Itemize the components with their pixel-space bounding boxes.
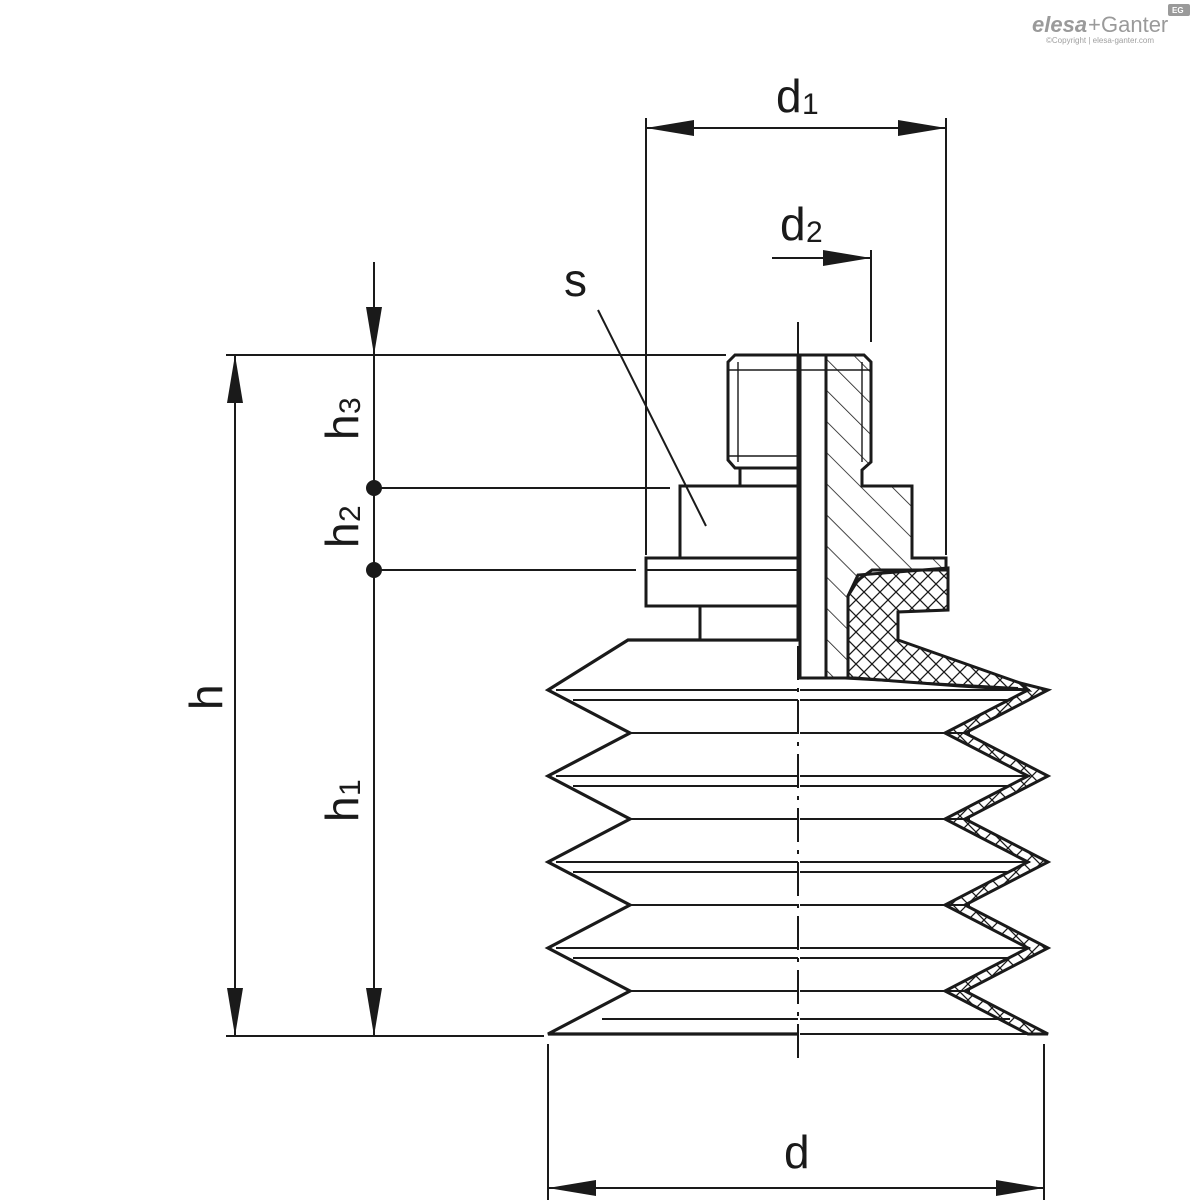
label-d1: d <box>776 70 802 122</box>
dimension-chain-h1-h2-h3 <box>366 262 670 1036</box>
bellows-outer-view <box>544 638 798 1036</box>
dimension-dot-h2-h1 <box>366 562 382 578</box>
brand-plus: + <box>1088 12 1101 37</box>
label-h2: h <box>316 522 368 548</box>
brand-name-ganter: Ganter <box>1101 12 1168 37</box>
dimension-d1 <box>645 118 947 555</box>
label-h1-subscript: 1 <box>334 779 367 796</box>
fitting-section-view <box>798 353 948 680</box>
dimension-d <box>547 1044 1045 1200</box>
copyright-text: ©Copyright | elesa-ganter.com <box>1046 36 1154 45</box>
label-h1: h <box>316 796 368 822</box>
brand-badge-text: EG <box>1172 6 1184 15</box>
dimension-d2 <box>772 250 872 342</box>
label-s: s <box>564 254 587 306</box>
leader-s <box>597 309 707 527</box>
brand-badge-icon <box>1168 4 1190 16</box>
label-h2-subscript: 2 <box>334 505 367 522</box>
label-d2-subscript: 2 <box>806 216 823 249</box>
brand-logo: elesa + Ganter EG ©Copyright | elesa-gan… <box>1032 4 1190 45</box>
label-h3: h <box>316 414 368 440</box>
label-h: h <box>180 684 232 710</box>
label-h3-subscript: 3 <box>334 397 367 414</box>
dimension-h <box>226 354 726 1037</box>
bellows-section-view <box>799 566 1053 1036</box>
fitting-outer-view <box>644 353 800 642</box>
label-d2: d <box>780 198 806 250</box>
label-d: d <box>784 1126 810 1178</box>
label-d1-subscript: 1 <box>802 88 819 121</box>
brand-name-elesa: elesa <box>1032 12 1087 37</box>
dimension-dot-h3-h2 <box>366 480 382 496</box>
